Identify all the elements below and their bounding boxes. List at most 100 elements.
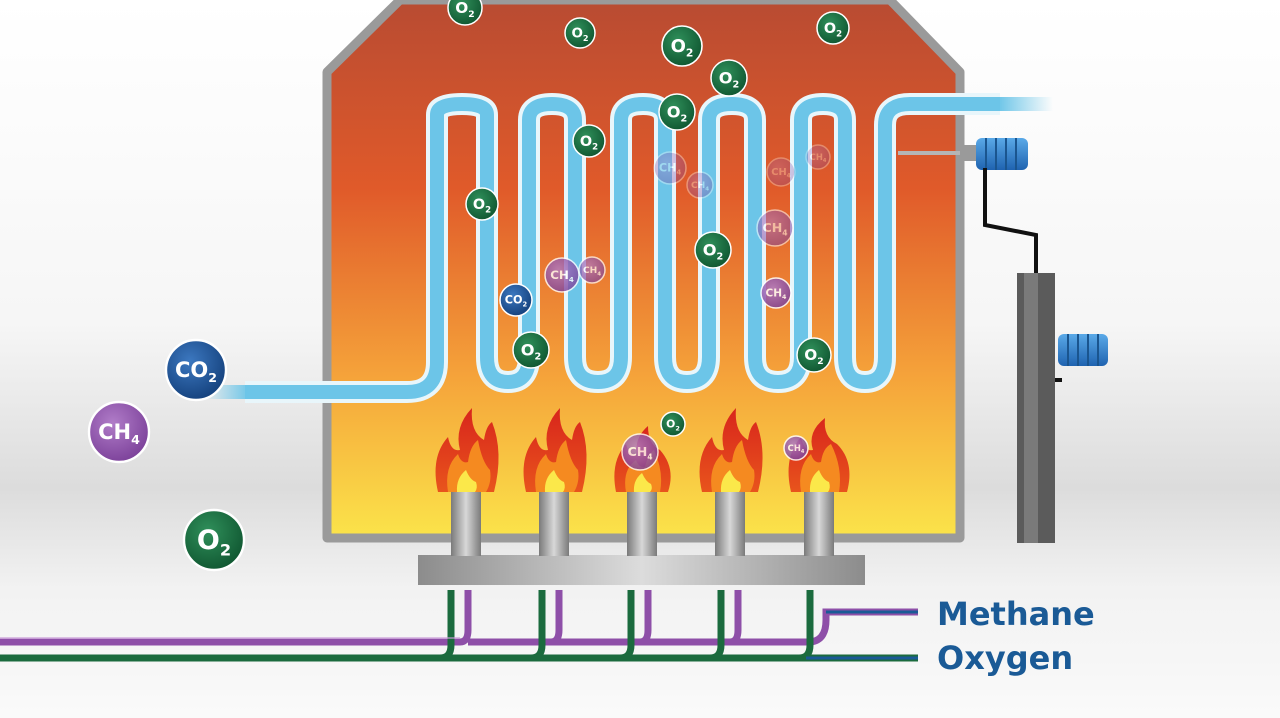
- ch4-molecule-label: CH4: [691, 181, 709, 192]
- ch4-molecule-bubble: [686, 171, 714, 199]
- o2-molecule-bubble: [816, 11, 850, 45]
- o2-molecule: O2: [816, 11, 850, 45]
- o2-molecule: O2: [572, 124, 606, 158]
- ch4-molecule-bubble: [544, 257, 580, 293]
- legend-methane: Methane: [937, 595, 1095, 633]
- ch4-molecule-label: CH4: [627, 444, 652, 461]
- ch4-molecule-label: CH4: [788, 443, 805, 455]
- legend: Methane Oxygen: [806, 595, 1095, 677]
- o2-molecule-bubble: [796, 337, 832, 373]
- o2-molecule: O2: [465, 187, 499, 221]
- ch4-molecule-bubble: [760, 277, 792, 309]
- co2-molecule-label: CO2: [505, 294, 528, 309]
- o2-molecule: O2: [694, 231, 732, 269]
- o2-molecule: O2: [447, 0, 483, 26]
- sensor-head: [976, 138, 1028, 170]
- methane-line: [0, 590, 918, 646]
- burner-nozzle-4: [715, 490, 745, 556]
- o2-molecule: O2: [564, 17, 596, 49]
- ch4-molecule-label: CH4: [771, 167, 791, 179]
- o2-molecule-bubble: [465, 187, 499, 221]
- ch4-molecule-label: CH4: [659, 162, 682, 177]
- o2-molecule: O2: [796, 337, 832, 373]
- legend-oxygen: Oxygen: [937, 639, 1073, 677]
- ch4-molecule-label: CH4: [762, 220, 787, 237]
- co2-molecule-bubble: [164, 338, 228, 402]
- burner-nozzle-2: [539, 490, 569, 556]
- co2-molecule-label: CO2: [175, 358, 217, 385]
- ch4-molecule-label: CH4: [98, 420, 140, 447]
- o2-molecule: O2: [512, 331, 550, 369]
- o2-molecule: O2: [661, 25, 703, 67]
- o2-molecule-label: O2: [473, 197, 491, 216]
- o2-molecule: O2: [182, 508, 246, 572]
- gas-supply-lines: [0, 590, 918, 662]
- o2-molecule-label: O2: [521, 340, 542, 362]
- o2-molecule-bubble: [694, 231, 732, 269]
- ch4-molecule-bubble: [578, 256, 606, 284]
- pipe-outlet-fade: [998, 97, 1053, 111]
- o2-molecule-label: O2: [671, 36, 694, 60]
- o2-molecule-bubble: [182, 508, 246, 572]
- o2-molecule-label: O2: [824, 21, 842, 40]
- co2-molecule-bubble: [499, 283, 533, 317]
- o2-molecule-bubble: [660, 411, 686, 437]
- ch4-molecule-label: CH4: [810, 152, 827, 164]
- ch4-molecule-bubble: [653, 151, 687, 185]
- o2-molecule-label: O2: [703, 240, 724, 262]
- flame-4: [699, 408, 763, 492]
- o2-molecule-label: O2: [455, 0, 474, 20]
- ch4-molecule-bubble: [766, 157, 796, 187]
- burner-nozzle-3: [627, 490, 657, 556]
- o2-molecule: O2: [710, 59, 748, 97]
- o2-molecule-bubble: [572, 124, 606, 158]
- ch4-molecule-bubble: [783, 435, 809, 461]
- flame-5: [788, 418, 850, 492]
- ch4-molecule-bubble: [87, 400, 151, 464]
- ch4-molecule: CH4: [578, 256, 606, 284]
- burner-nozzle-5: [804, 490, 834, 556]
- burner-nozzle-1: [451, 490, 481, 556]
- o2-molecule-label: O2: [580, 134, 598, 153]
- o2-molecule: O2: [660, 411, 686, 437]
- ch4-molecule-label: CH4: [766, 287, 788, 301]
- ch4-molecule-bubble: [756, 209, 794, 247]
- ch4-molecule: CH4: [783, 435, 809, 461]
- o2-molecule-bubble: [658, 93, 696, 131]
- transmitter-head: [1058, 334, 1108, 366]
- ch4-molecule: CH4: [621, 433, 659, 471]
- ch4-molecule: CH4: [653, 151, 687, 185]
- o2-molecule: O2: [658, 93, 696, 131]
- o2-molecule-label: O2: [666, 418, 680, 433]
- o2-molecule-bubble: [710, 59, 748, 97]
- burner-manifold: [418, 555, 865, 585]
- co2-molecule: CO2: [164, 338, 228, 402]
- o2-molecule-bubble: [564, 17, 596, 49]
- ch4-molecule-label: CH4: [583, 266, 601, 277]
- ch4-molecule-bubble: [805, 144, 831, 170]
- sensor-assembly: [898, 138, 1108, 543]
- ch4-molecule: CH4: [805, 144, 831, 170]
- o2-molecule-label: O2: [197, 525, 231, 560]
- flame-1: [435, 408, 499, 492]
- ch4-molecule: CH4: [760, 277, 792, 309]
- oxygen-line: [0, 590, 918, 662]
- o2-molecule-bubble: [661, 25, 703, 67]
- ch4-molecule: CH4: [544, 257, 580, 293]
- ch4-molecule: CH4: [756, 209, 794, 247]
- co2-molecule: CO2: [499, 283, 533, 317]
- ch4-molecule: CH4: [766, 157, 796, 187]
- o2-molecule-label: O2: [804, 346, 823, 367]
- burners: [451, 490, 834, 556]
- ch4-molecule: CH4: [686, 171, 714, 199]
- ch4-molecule: CH4: [87, 400, 151, 464]
- o2-molecule-label: O2: [719, 68, 740, 90]
- ch4-molecule-bubble: [621, 433, 659, 471]
- heat-exchanger-tube: [205, 93, 1053, 403]
- ch4-molecule-label: CH4: [550, 268, 574, 284]
- o2-molecule-bubble: [512, 331, 550, 369]
- o2-molecule-bubble: [447, 0, 483, 26]
- o2-molecule-label: O2: [667, 102, 688, 124]
